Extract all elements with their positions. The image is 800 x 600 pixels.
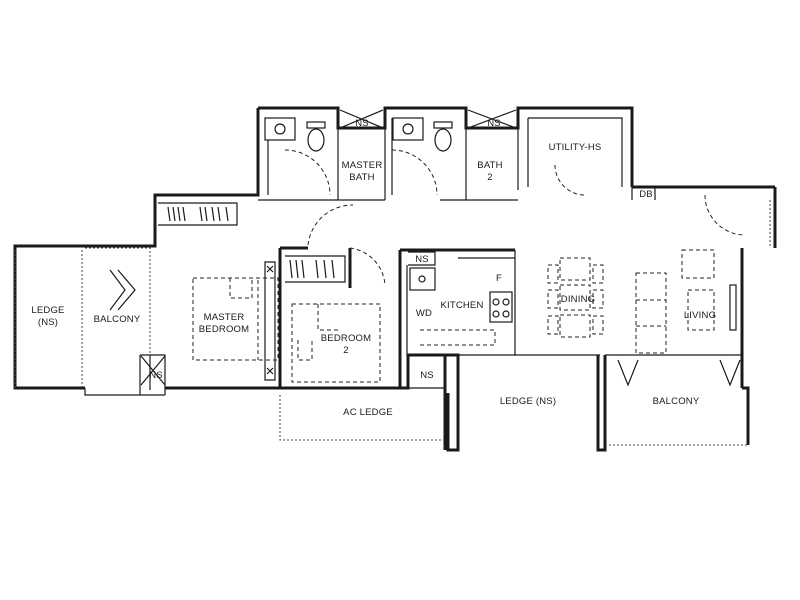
ns-tag-master-bath: NS — [355, 118, 369, 129]
label-bath-2-1: BATH — [477, 160, 502, 171]
label-ledge-left-1: LEDGE — [31, 305, 64, 316]
furniture — [192, 249, 737, 383]
ns-tag-kitchen: NS — [415, 254, 429, 265]
label-bath-2-2: 2 — [487, 172, 492, 183]
label-master-bedroom-2: BEDROOM — [199, 324, 250, 335]
label-bedroom-2-1: BEDROOM — [321, 333, 372, 344]
ns-tag-balcony: NS — [149, 370, 163, 381]
label-master-bedroom-1: MASTER — [204, 312, 245, 323]
ns-tag-bath-2: NS — [487, 118, 501, 129]
label-ac-ledge: AC LEDGE — [343, 407, 393, 418]
label-master-bath-1: MASTER — [342, 160, 383, 171]
label-fridge: F — [496, 273, 502, 284]
label-master-bath-2: BATH — [349, 172, 374, 183]
room-labels: LEDGE (NS) BALCONY MASTER BEDROOM BEDROO… — [31, 118, 716, 418]
bath-fixtures — [140, 109, 517, 386]
label-ledge-left-2: (NS) — [38, 317, 58, 328]
label-wd: WD — [416, 308, 432, 319]
wardrobe-hatching — [167, 206, 335, 381]
label-balcony-right: BALCONY — [653, 396, 700, 407]
label-balcony-left: BALCONY — [94, 314, 141, 325]
ns-tag-lower: NS — [420, 370, 434, 381]
doors — [109, 149, 746, 387]
label-db: DB — [639, 189, 653, 200]
label-utility: UTILITY-HS — [549, 142, 602, 153]
label-living: LIVING — [684, 310, 716, 321]
railings — [14, 200, 771, 446]
label-dining: DINING — [561, 294, 595, 305]
kitchen-fixtures — [409, 257, 515, 346]
label-kitchen: KITCHEN — [440, 300, 483, 311]
label-bedroom-2-2: 2 — [343, 345, 348, 356]
interior-walls — [84, 117, 742, 396]
label-ledge-ns: LEDGE (NS) — [500, 396, 556, 407]
